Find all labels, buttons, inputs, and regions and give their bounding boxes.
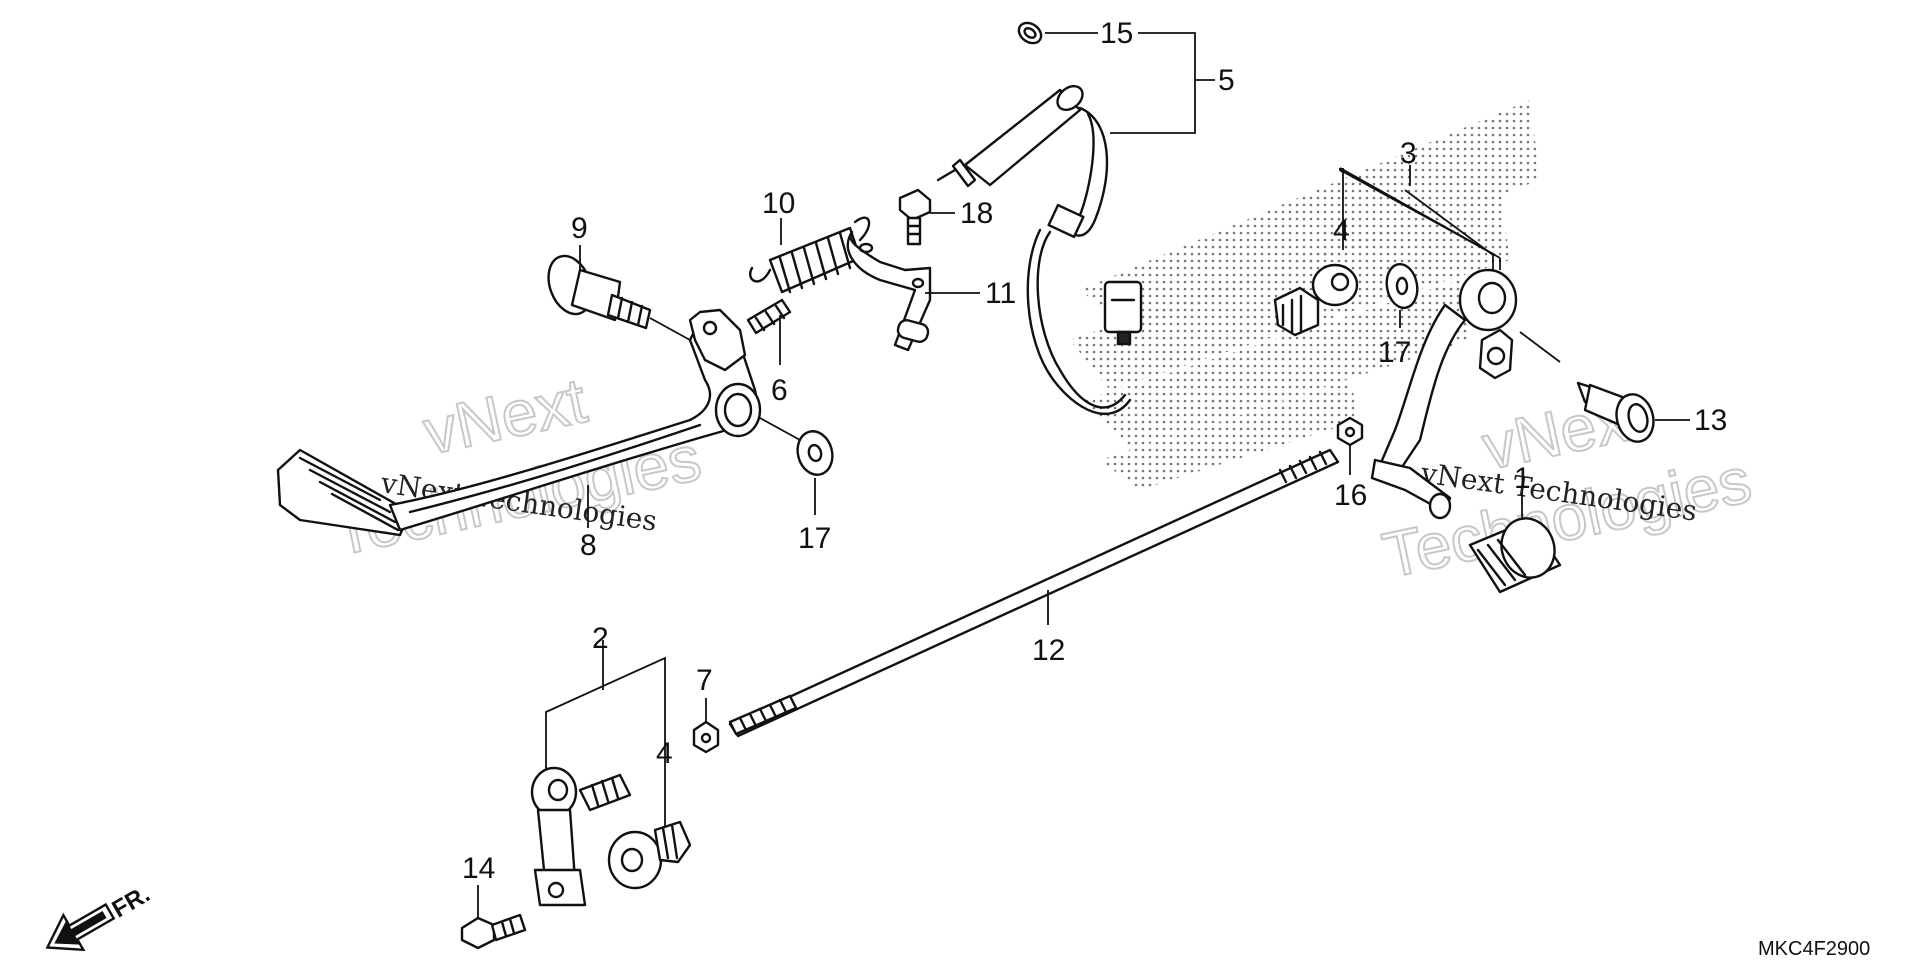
part-17-washer-left bbox=[796, 430, 834, 476]
callout-4-bottom: 4 bbox=[656, 737, 673, 770]
part-7-nut bbox=[692, 720, 720, 754]
callout-11: 11 bbox=[985, 277, 1016, 310]
part-15-clip bbox=[1017, 21, 1043, 45]
part-2-shift-arm bbox=[530, 766, 632, 907]
part-12-shift-rod bbox=[728, 448, 1340, 738]
part-4-ball-joint-right bbox=[1273, 263, 1359, 337]
part-17-washer-right bbox=[1385, 262, 1419, 310]
front-label: FR. bbox=[108, 881, 155, 924]
callout-16: 16 bbox=[1334, 479, 1367, 512]
callout-17-left: 17 bbox=[798, 522, 831, 555]
part-6-spring-pin bbox=[746, 298, 792, 335]
callout-labels: 15 5 18 10 6 11 9 17 8 12 16 3 4 17 13 1… bbox=[462, 17, 1727, 885]
callout-14: 14 bbox=[462, 852, 495, 885]
callout-17-right: 17 bbox=[1378, 336, 1411, 369]
leader-lines bbox=[477, 32, 1690, 918]
callout-8: 8 bbox=[580, 529, 597, 562]
part-14-bolt bbox=[460, 913, 527, 950]
wire-connector bbox=[1103, 280, 1143, 334]
part-16-nut bbox=[1336, 416, 1364, 447]
part-4-ball-joint-bottom bbox=[607, 820, 692, 890]
part-8-brake-pedal bbox=[276, 308, 762, 537]
callout-7: 7 bbox=[696, 664, 713, 697]
part-18-bolt bbox=[898, 188, 932, 246]
callout-2: 2 bbox=[592, 622, 609, 655]
callout-12: 12 bbox=[1032, 634, 1065, 667]
part-1-pedal-rubber bbox=[1468, 517, 1562, 594]
callout-5: 5 bbox=[1218, 64, 1235, 97]
callout-4-right: 4 bbox=[1333, 214, 1350, 247]
callout-3: 3 bbox=[1400, 137, 1417, 170]
callout-10: 10 bbox=[762, 187, 795, 220]
callout-15: 15 bbox=[1100, 17, 1133, 50]
callout-18: 18 bbox=[960, 197, 993, 230]
background-emblem-pattern bbox=[1070, 100, 1540, 490]
part-13-pivot-bolt bbox=[1576, 381, 1655, 443]
callout-6: 6 bbox=[771, 374, 788, 407]
callout-13: 13 bbox=[1694, 404, 1727, 437]
part-3-gearshift-pedal bbox=[1370, 268, 1518, 520]
part-5-switch-with-harness bbox=[936, 84, 1143, 416]
callout-9: 9 bbox=[571, 212, 588, 245]
front-direction-marker: FR. bbox=[45, 881, 155, 952]
part-11-bracket bbox=[846, 230, 932, 352]
diagram-code: MKC4F2900 bbox=[1758, 938, 1870, 960]
part-9-pivot-bolt bbox=[547, 254, 652, 330]
callout-1: 1 bbox=[1514, 462, 1531, 495]
